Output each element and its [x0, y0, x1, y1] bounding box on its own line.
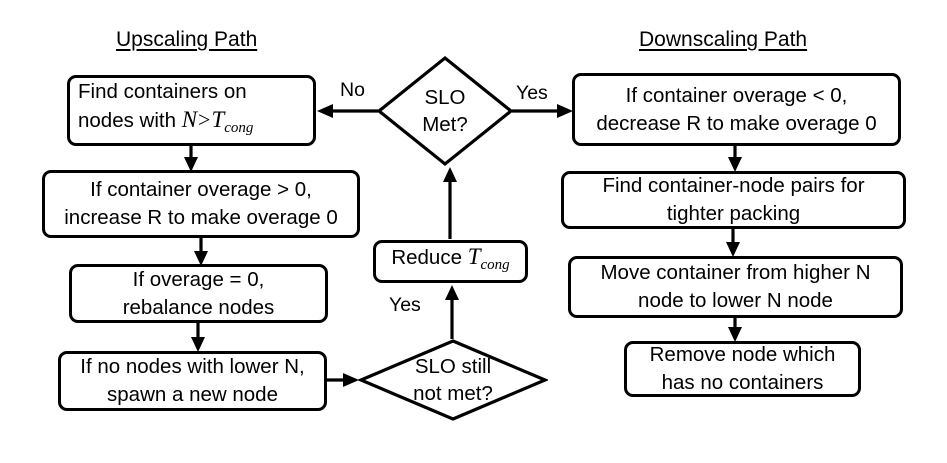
node-increase-r-text: If container overage > 0, increase R to …: [49, 176, 353, 232]
edge-r2-r3-arrowhead: [726, 242, 740, 257]
header-downscaling-path: Downscaling Path: [639, 28, 808, 51]
node-decrease-r-line1: If container overage < 0,: [625, 83, 848, 107]
decision-slo-met-line1: SLO: [424, 86, 466, 109]
node-find-pairs[interactable]: Find container-node pairs for tighter pa…: [561, 171, 906, 229]
node-spawn-new-node-text: If no nodes with lower N, spawn a new no…: [65, 353, 320, 409]
node-move-container-line2: node to lower N node: [638, 289, 833, 312]
node-move-container-line1: Move container from higher N: [600, 261, 871, 284]
node-decrease-r-text: If container overage < 0, decrease R to …: [579, 82, 894, 138]
math-var-t: T: [211, 107, 225, 133]
edge-l4-slostill-arrowhead: [343, 373, 359, 387]
edge-reduce-slo-arrowhead: [443, 167, 457, 182]
decision-slo-still-not-met[interactable]: SLO still not met?: [358, 338, 548, 422]
decision-slo-still-line1: SLO still: [414, 355, 492, 378]
edge-slo-no-arrowhead: [317, 104, 333, 118]
node-reduce-tcong[interactable]: Reduce Tcong: [373, 240, 528, 283]
node-rebalance-nodes-text: If overage = 0, rebalance nodes: [76, 266, 321, 322]
math-op-greater: >: [198, 107, 211, 133]
node-reduce-tcong-text: Reduce Tcong: [380, 243, 521, 279]
decision-slo-still-line2: not met?: [413, 382, 493, 405]
edge-l3-l4-arrowhead: [191, 337, 205, 352]
node-remove-node[interactable]: Remove node which has no containers: [624, 341, 861, 397]
edge-slostill-yes-arrowhead: [445, 285, 459, 300]
node-remove-node-text: Remove node which has no containers: [631, 341, 854, 397]
edge-label-yes-top: Yes: [516, 82, 548, 104]
math-var-t-reduce: T: [467, 244, 481, 270]
node-increase-r-line2: increase R to make overage 0: [64, 206, 338, 229]
decision-slo-met[interactable]: SLO Met?: [376, 55, 514, 167]
decision-slo-met-shape: [376, 55, 514, 167]
node-rebalance-nodes-line2: rebalance nodes: [122, 295, 275, 319]
node-remove-node-line2: has no containers: [661, 371, 824, 394]
node-spawn-new-node-line2: spawn a new node: [107, 383, 278, 406]
math-var-n: N: [181, 107, 198, 133]
node-reduce-tcong-prefix: Reduce: [391, 246, 468, 270]
node-rebalance-nodes[interactable]: If overage = 0, rebalance nodes: [69, 264, 328, 323]
math-subscript-cong: cong: [224, 120, 254, 137]
node-move-container-text: Move container from higher N node to low…: [575, 259, 896, 315]
node-find-containers[interactable]: Find containers on nodes with N>Tcong: [67, 75, 316, 146]
edge-slo-yes-arrowhead: [557, 104, 573, 118]
node-find-containers-line2-prefix: nodes with: [78, 109, 182, 133]
node-spawn-new-node-line1: If no nodes with lower N,: [80, 355, 305, 378]
node-remove-node-line1: Remove node which: [649, 343, 836, 366]
node-increase-r[interactable]: If container overage > 0, increase R to …: [42, 170, 360, 238]
node-find-pairs-text: Find container-node pairs for tighter pa…: [568, 172, 899, 228]
node-find-pairs-line1: Find container-node pairs for: [602, 174, 865, 197]
decision-slo-still-not-met-label: SLO still not met?: [358, 338, 548, 422]
decision-slo-still-not-met-shape: [358, 339, 548, 421]
node-find-pairs-line2: tighter packing: [666, 202, 801, 225]
header-upscaling-path: Upscaling Path: [116, 28, 258, 51]
decision-slo-met-line2: Met?: [422, 113, 468, 136]
math-subscript-cong-reduce: cong: [480, 257, 510, 274]
edge-label-no: No: [340, 79, 365, 101]
node-decrease-r[interactable]: If container overage < 0, decrease R to …: [572, 73, 901, 146]
edge-label-yes-bottom: Yes: [389, 294, 421, 316]
edge-r1-r2-arrowhead: [728, 157, 742, 172]
node-increase-r-line1: If container overage > 0,: [90, 178, 312, 201]
node-spawn-new-node[interactable]: If no nodes with lower N, spawn a new no…: [58, 351, 327, 411]
node-find-containers-text: Find containers on nodes with N>Tcong: [74, 78, 309, 142]
node-rebalance-nodes-line1: If overage = 0,: [132, 267, 265, 291]
node-move-container[interactable]: Move container from higher N node to low…: [568, 256, 903, 318]
decision-slo-met-label: SLO Met?: [376, 55, 514, 167]
node-find-containers-line1: Find containers on: [78, 80, 247, 104]
node-decrease-r-line2: decrease R to make overage 0: [596, 111, 877, 135]
edge-r3-r4-arrowhead: [728, 327, 742, 342]
